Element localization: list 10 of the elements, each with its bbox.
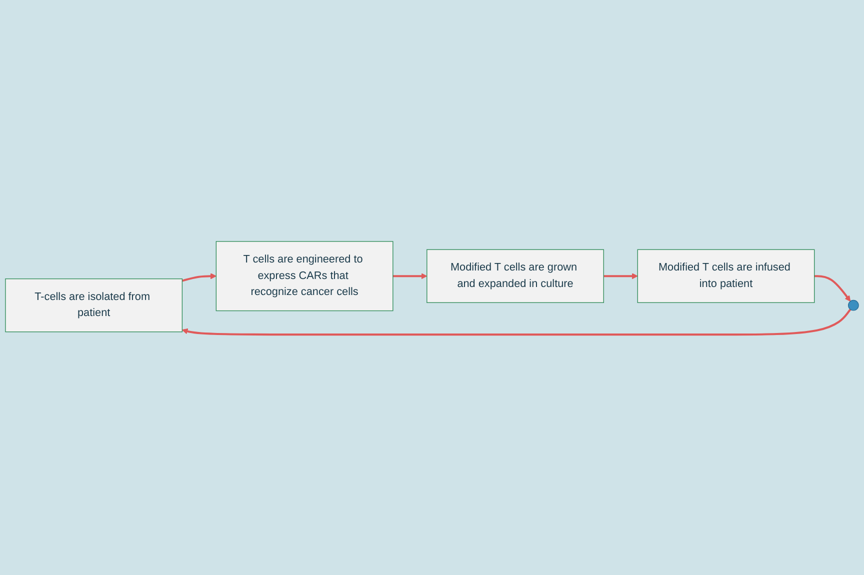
arrow xyxy=(182,272,216,282)
arrow xyxy=(182,308,852,336)
node-box: Modified T cells are infused into patient xyxy=(637,248,815,302)
node-box: Modified T cells are grown and expanded in culture xyxy=(426,248,604,302)
node-person xyxy=(848,299,859,310)
node-box: T cells are engineered to express CARs that recognize cancer cells xyxy=(216,240,394,311)
arrow xyxy=(604,272,638,279)
arrow xyxy=(392,272,428,279)
arrow xyxy=(814,274,851,302)
node-box: T-cells are isolated from patient xyxy=(5,278,183,332)
